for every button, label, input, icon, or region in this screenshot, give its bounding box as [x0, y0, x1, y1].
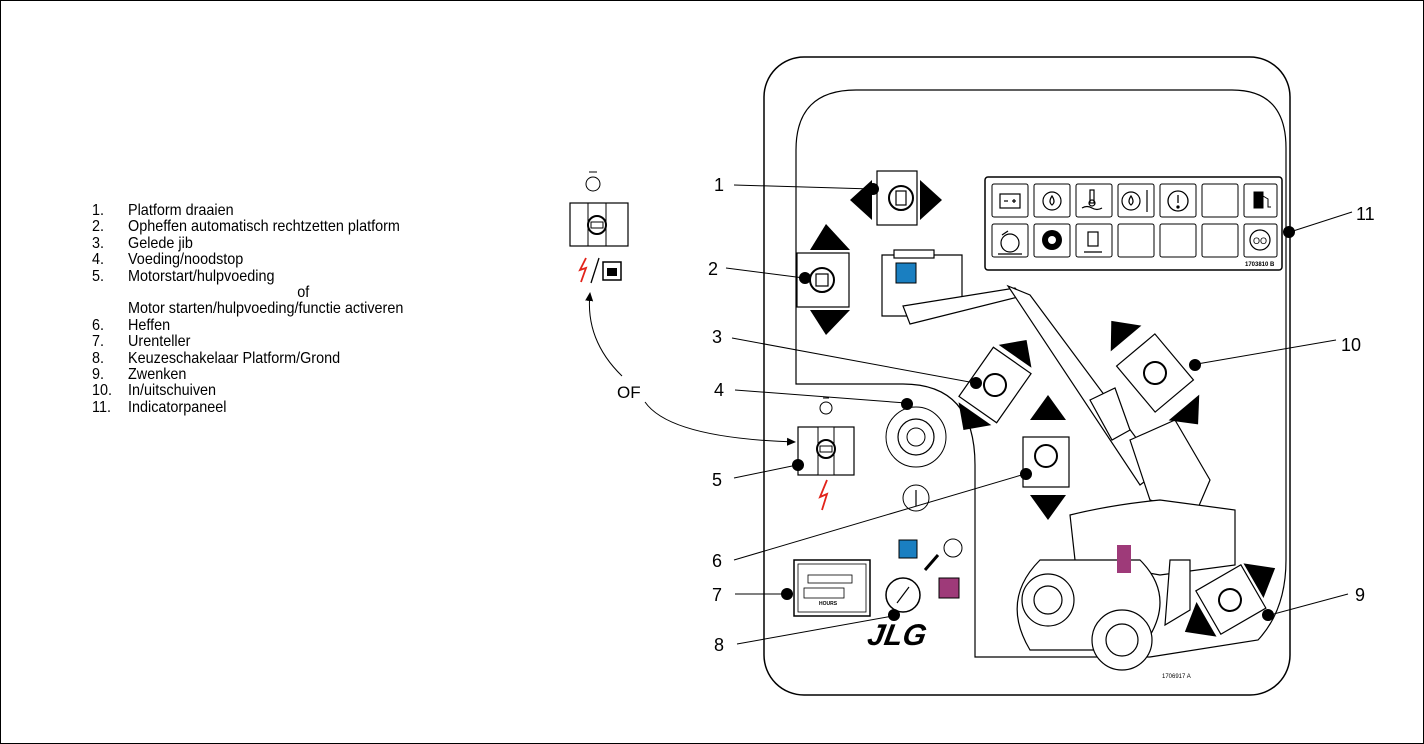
tilt-alarm-icon: [998, 230, 1022, 255]
legend-item: of: [92, 283, 403, 301]
battery-icon: [999, 193, 1021, 209]
legend-item-text: Opheffen automatisch rechtzetten platfor…: [128, 218, 400, 236]
svg-text:OO: OO: [1253, 236, 1267, 246]
legend-item-text: Urenteller: [128, 333, 191, 351]
legend-item-text: Keuzeschakelaar Platform/Grond: [128, 349, 341, 367]
callout-10: 10: [1341, 335, 1361, 355]
indicator-part-number: 1703810 B: [1245, 262, 1275, 268]
callout-2: 2: [708, 259, 718, 279]
separator-slash: [590, 257, 600, 284]
engine-icon: [819, 397, 833, 415]
legend-item-number: 2.: [92, 218, 105, 236]
callout-6: 6: [712, 551, 722, 571]
oil-pressure-icon: [1042, 191, 1062, 211]
power-emergency-stop-button[interactable]: [885, 406, 947, 512]
purple-indicator: [1117, 545, 1131, 573]
legend-item: 10. In/uitschuiven: [92, 382, 403, 400]
power-icon: [818, 479, 829, 511]
legend-item: 4. Voeding/noodstop: [92, 251, 403, 269]
legend-item-text: Motorstart/hulpvoeding: [128, 267, 275, 285]
legend-item-number: 11.: [92, 398, 111, 416]
switch-swing[interactable]: [1170, 551, 1290, 649]
boom-illustration: [881, 249, 1236, 671]
callout-leaders: [725, 183, 1353, 645]
warning-icon: [1167, 190, 1189, 212]
legend-item: 2. Opheffen automatisch rechtzetten platf…: [92, 218, 403, 236]
blue-indicator: [895, 262, 917, 284]
legend-item-number: 9.: [92, 365, 105, 383]
tank-icon: [1084, 231, 1102, 253]
legend-item-number: 1.: [92, 202, 105, 219]
ground-mode-indicator: [938, 577, 960, 599]
coolant-temp-icon: [1081, 189, 1103, 211]
gear-icon: [1042, 230, 1062, 250]
legend-item-number: 7.: [92, 333, 105, 351]
switch-engine-start[interactable]: [797, 426, 855, 476]
legend-item-text: Indicatorpaneel: [128, 398, 227, 416]
jlg-logo: JLG: [865, 619, 929, 652]
legend-item-text: of: [297, 283, 310, 301]
svg-text:HOURS: HOURS: [819, 601, 838, 607]
callout-9: 9: [1355, 585, 1365, 605]
selector-off-icon: [943, 538, 963, 558]
legend-item: 1. Platform draaien: [92, 202, 403, 219]
legend-item-text: In/uitschuiven: [128, 382, 217, 400]
switch-platform-rotate[interactable]: [850, 170, 942, 226]
legend-list: 1. Platform draaien 2. Opheffen automatisch…: [92, 202, 404, 416]
callout-8: 8: [714, 635, 724, 655]
unlock-icon: [602, 261, 622, 281]
or-label: OF: [617, 383, 641, 402]
legend-item-text: Heffen: [128, 316, 171, 334]
legend-item-number: 4.: [92, 251, 105, 269]
callout-11: 11: [1356, 204, 1375, 224]
legend-item-number: 5.: [92, 267, 105, 285]
legend-item-text: Motor starten/hulpvoeding/functie active…: [128, 300, 404, 318]
legend-item: 8. Keuzeschakelaar Platform/Grond: [92, 349, 403, 367]
callout-4: 4: [714, 380, 724, 400]
selector-key-icon: [923, 554, 940, 571]
legend-item-text: Platform draaien: [128, 202, 234, 219]
power-icon: [578, 257, 588, 283]
indicator-panel: OO 1703810 B: [984, 176, 1283, 271]
switch-telescope[interactable]: [1092, 305, 1217, 441]
oil-level-icon: [1121, 190, 1148, 212]
callout-1: 1: [714, 175, 724, 195]
legend-item-number: 6.: [92, 316, 105, 334]
legend-item: Motor starten/hulpvoeding/functie active…: [92, 300, 404, 318]
aux-switch-illustration: [569, 202, 629, 247]
callout-5: 5: [712, 470, 722, 490]
or-arrow-right: [644, 401, 796, 446]
fuel-icon: [1253, 191, 1271, 209]
or-arrow-up: [585, 292, 623, 377]
legend-item-text: Voeding/noodstop: [128, 251, 244, 269]
platform-ground-selector[interactable]: [885, 577, 921, 613]
switch-lift[interactable]: [1022, 395, 1070, 520]
legend-item-number: 8.: [92, 349, 105, 367]
switch-articulating-jib[interactable]: [945, 327, 1046, 443]
legend-item-number: 10.: [92, 382, 113, 400]
engine-icon: [585, 171, 601, 192]
legend-item: 6. Heffen: [92, 316, 403, 334]
legend-item: 7. Urenteller: [92, 333, 403, 351]
hour-meter: HOURS: [793, 559, 871, 617]
legend-item: 5. Motorstart/hulpvoeding: [92, 267, 403, 285]
legend-item: 9. Zwenken: [92, 365, 403, 383]
platform-mode-indicator: [898, 539, 918, 559]
callout-7: 7: [712, 585, 722, 605]
callout-3: 3: [712, 327, 722, 347]
legend-item-text: Zwenken: [128, 365, 187, 383]
legend-item: 3. Gelede jib: [92, 234, 403, 252]
glow-plug-icon: OO: [1249, 229, 1271, 251]
legend-item-number: 3.: [92, 234, 105, 252]
legend-item-text: Gelede jib: [128, 234, 193, 252]
panel-part-number: 1706917 A: [1162, 674, 1191, 680]
legend-item: 11. Indicatorpaneel: [92, 398, 403, 416]
